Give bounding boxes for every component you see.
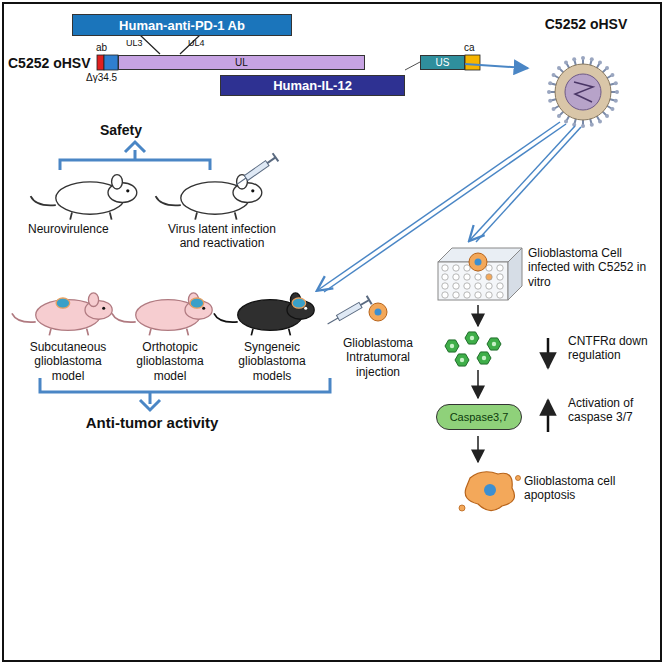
repeat-ca bbox=[465, 55, 480, 70]
tumor-cell bbox=[369, 303, 387, 321]
node-text: Human-anti-PD-1 Ab bbox=[119, 18, 245, 33]
construct-name: C5252 oHSV bbox=[8, 55, 98, 72]
section-title: Anti-tumor activity bbox=[62, 414, 242, 432]
route-arrow bbox=[476, 127, 581, 242]
step-label: CNTFRα down regulation bbox=[568, 334, 652, 363]
genome-segment: UL bbox=[118, 55, 365, 70]
mouse bbox=[12, 293, 112, 336]
deletion-label: Δγ34.5 bbox=[86, 72, 134, 84]
insert-box: Human-IL-12 bbox=[220, 75, 405, 96]
receptor-icons bbox=[445, 332, 501, 366]
node-text: Human-IL-12 bbox=[273, 78, 352, 93]
bracket bbox=[60, 160, 210, 170]
mouse bbox=[156, 175, 262, 220]
step-label: Glioblastoma Cell infected with C5252 in… bbox=[528, 246, 650, 289]
mouse bbox=[112, 293, 212, 336]
model-label: Subcutaneous glioblastoma model bbox=[18, 340, 118, 383]
injection-label: Glioblastoma Intratumoral injection bbox=[328, 336, 428, 379]
node-text: US bbox=[436, 57, 450, 68]
bracket-arrow bbox=[125, 142, 145, 160]
repeat-label: ca bbox=[464, 42, 488, 54]
locus-label: UL3 bbox=[126, 38, 156, 49]
down-arrow bbox=[547, 338, 550, 368]
genome-segment: US bbox=[420, 55, 465, 70]
deletion-block bbox=[97, 55, 104, 70]
frame bbox=[3, 3, 661, 661]
enzyme-shape: Caspase3,7 bbox=[436, 404, 522, 430]
mouse-label: Virus latent infection and reactivation bbox=[158, 222, 286, 251]
model-label: Orthotopic glioblastoma model bbox=[122, 340, 218, 383]
well-plate bbox=[438, 248, 522, 300]
node-text: Caspase3,7 bbox=[450, 411, 509, 423]
il12-leader bbox=[405, 62, 420, 70]
step-label: Glioblastoma cell apoptosis bbox=[524, 474, 620, 503]
step-label: Activation of caspase 3/7 bbox=[568, 396, 652, 425]
repeat-ab bbox=[104, 55, 118, 70]
section-title: Safety bbox=[100, 122, 180, 139]
mouse bbox=[31, 175, 137, 220]
flow-arrow bbox=[477, 305, 479, 326]
insert-box: Human-anti-PD-1 Ab bbox=[72, 14, 292, 36]
mouse bbox=[214, 293, 314, 336]
up-arrow bbox=[547, 400, 550, 432]
flow-arrow bbox=[477, 436, 479, 462]
virus-particle bbox=[547, 56, 619, 128]
apoptotic-cell bbox=[459, 472, 521, 511]
model-label: Syngeneic glioblastoma models bbox=[222, 340, 322, 383]
syringe bbox=[233, 153, 278, 189]
route-arrow bbox=[470, 126, 575, 240]
locus-label: UL4 bbox=[188, 38, 218, 49]
bracket-arrow bbox=[140, 392, 160, 410]
mouse-label: Neurovirulence bbox=[28, 222, 148, 236]
node-text: UL bbox=[235, 57, 248, 68]
node-text: C5252 oHSV bbox=[545, 16, 627, 32]
flow-arrow bbox=[477, 370, 479, 398]
connector-arrow bbox=[465, 64, 528, 68]
repeat-label: ab bbox=[96, 42, 120, 54]
virus-node: C5252 oHSV bbox=[528, 16, 644, 128]
syringe bbox=[325, 296, 372, 329]
